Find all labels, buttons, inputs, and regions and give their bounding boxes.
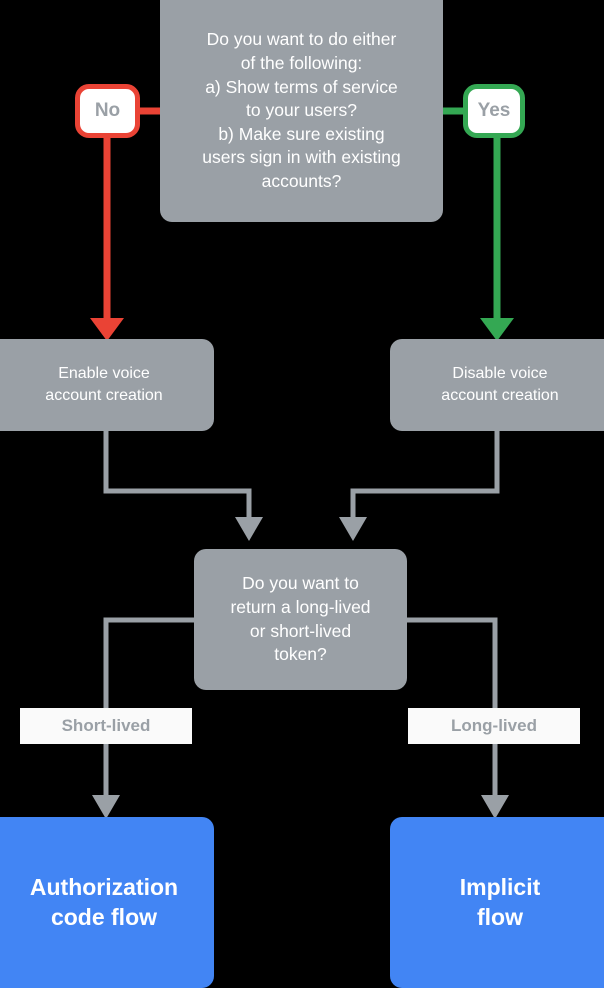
edge-label-long-lived-text: Long-lived bbox=[451, 716, 537, 735]
terminal-node-implicit-flow: Implicit flow bbox=[390, 817, 604, 988]
edge-no bbox=[90, 107, 160, 341]
process-node-enable-voice-account-creation-label: Enable voice account creation bbox=[45, 365, 163, 404]
decision-node-terms-of-service: Do you want to do either of the followin… bbox=[160, 0, 443, 222]
badge-yes-label: Yes bbox=[477, 100, 511, 121]
decision-node-token-lifetime: Do you want to return a long-lived or sh… bbox=[194, 549, 407, 690]
process-node-disable-voice-account-creation-label: Disable voice account creation bbox=[441, 365, 559, 404]
edge-enable-to-token bbox=[103, 431, 263, 541]
badge-yes: Yes bbox=[463, 84, 525, 138]
edge-disable-to-token bbox=[339, 431, 500, 541]
edge-label-short-lived-text: Short-lived bbox=[61, 716, 151, 735]
terminal-node-authorization-code-flow-label: Authorization code flow bbox=[29, 873, 179, 930]
process-node-enable-voice-account-creation: Enable voice account creation bbox=[0, 339, 214, 431]
edge-yes bbox=[443, 107, 514, 341]
edge-label-long-lived: Long-lived bbox=[408, 708, 580, 744]
edge-label-short-lived: Short-lived bbox=[20, 708, 192, 744]
decision-node-terms-of-service-label: Do you want to do either of the followin… bbox=[202, 29, 401, 192]
badge-no: No bbox=[75, 84, 140, 138]
process-node-disable-voice-account-creation: Disable voice account creation bbox=[390, 339, 604, 431]
decision-node-token-lifetime-label: Do you want to return a long-lived or sh… bbox=[230, 573, 371, 665]
terminal-node-implicit-flow-label: Implicit flow bbox=[459, 873, 541, 930]
badge-no-label: No bbox=[94, 100, 121, 121]
terminal-node-authorization-code-flow: Authorization code flow bbox=[0, 817, 214, 988]
